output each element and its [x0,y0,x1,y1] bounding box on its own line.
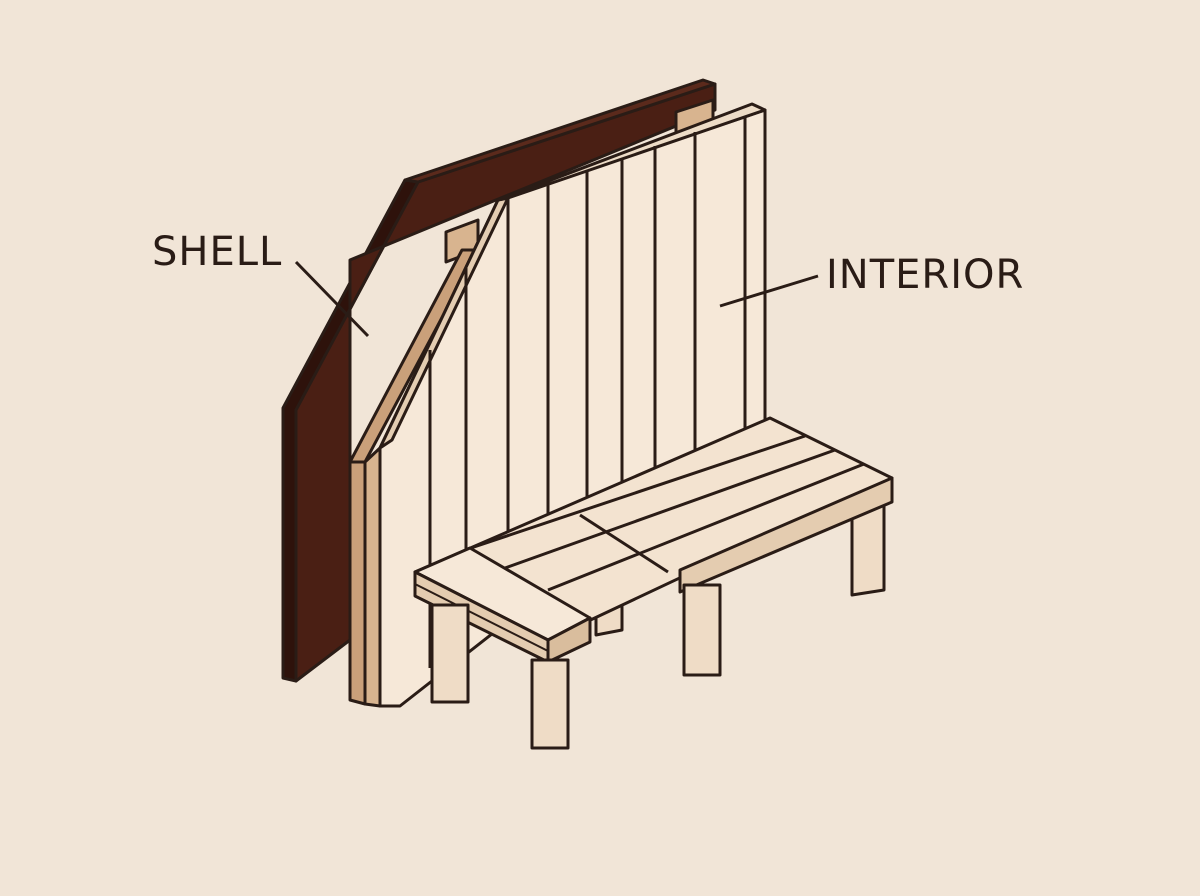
shell-layer [281,78,717,683]
bench-seat-front [678,476,894,594]
bench-block-seam [414,583,549,652]
frame-side-board [348,460,367,706]
bench-slat-line [547,462,865,592]
interior-top-edge [496,102,767,202]
bench-block-side [546,616,592,664]
bench-slat-line [464,434,806,552]
bench-leg [430,603,470,704]
bench-slat-line [579,513,669,574]
bench-leg [530,658,570,750]
interior-leader-line [719,274,819,308]
bench-slat-line [504,448,836,570]
frame-side-board-face [363,446,382,708]
bench-leg [682,583,722,677]
interior-label: INTERIOR [826,252,1024,298]
shell-label: SHELL [152,229,282,275]
bench [413,416,894,750]
shell-leader-line [294,260,370,338]
shell-top-edge [403,78,717,184]
